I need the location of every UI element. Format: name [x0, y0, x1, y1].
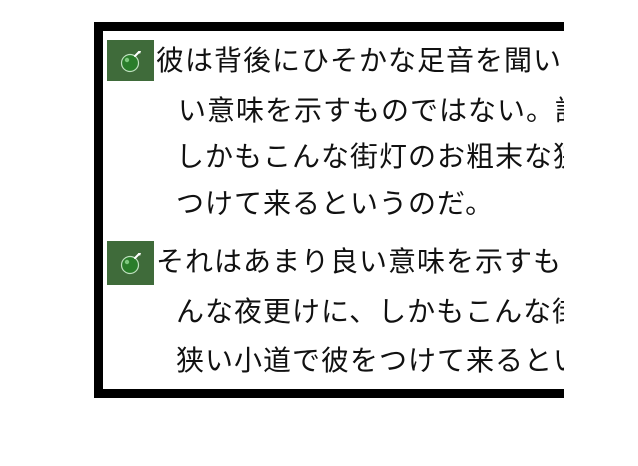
text-panel-viewport: 彼は背後にひそかな足音を聞いた。それはあまり良 い意味を示すものではない。誰がこ…: [103, 31, 564, 389]
bullet-badge: [107, 241, 154, 285]
entry-2-line-2: んな夜更けに、しかもこんな街灯のお粗末な: [176, 295, 564, 328]
bullet-badge: [107, 40, 154, 81]
entry-2-line-1: それはあまり良い意味を示すものではない。誰がこ: [156, 245, 564, 278]
entry-1-line-2: い意味を示すものではない。誰がこんな夜更けに、: [178, 94, 564, 127]
text-panel: 彼は背後にひそかな足音を聞いた。それはあまり良 い意味を示すものではない。誰がこ…: [94, 22, 564, 398]
entry-1-line-3: しかもこんな街灯のお粗末な狭い小道で彼を: [176, 140, 564, 173]
entry-1-line-1: 彼は背後にひそかな足音を聞いた。それはあまり良: [156, 44, 564, 77]
bomb-icon: [120, 253, 141, 275]
entry-2-line-3: 狭い小道で彼をつけて来るというのだ。: [176, 344, 564, 377]
bomb-icon: [120, 50, 141, 72]
entry-1-line-4: つけて来るというのだ。: [176, 187, 495, 220]
